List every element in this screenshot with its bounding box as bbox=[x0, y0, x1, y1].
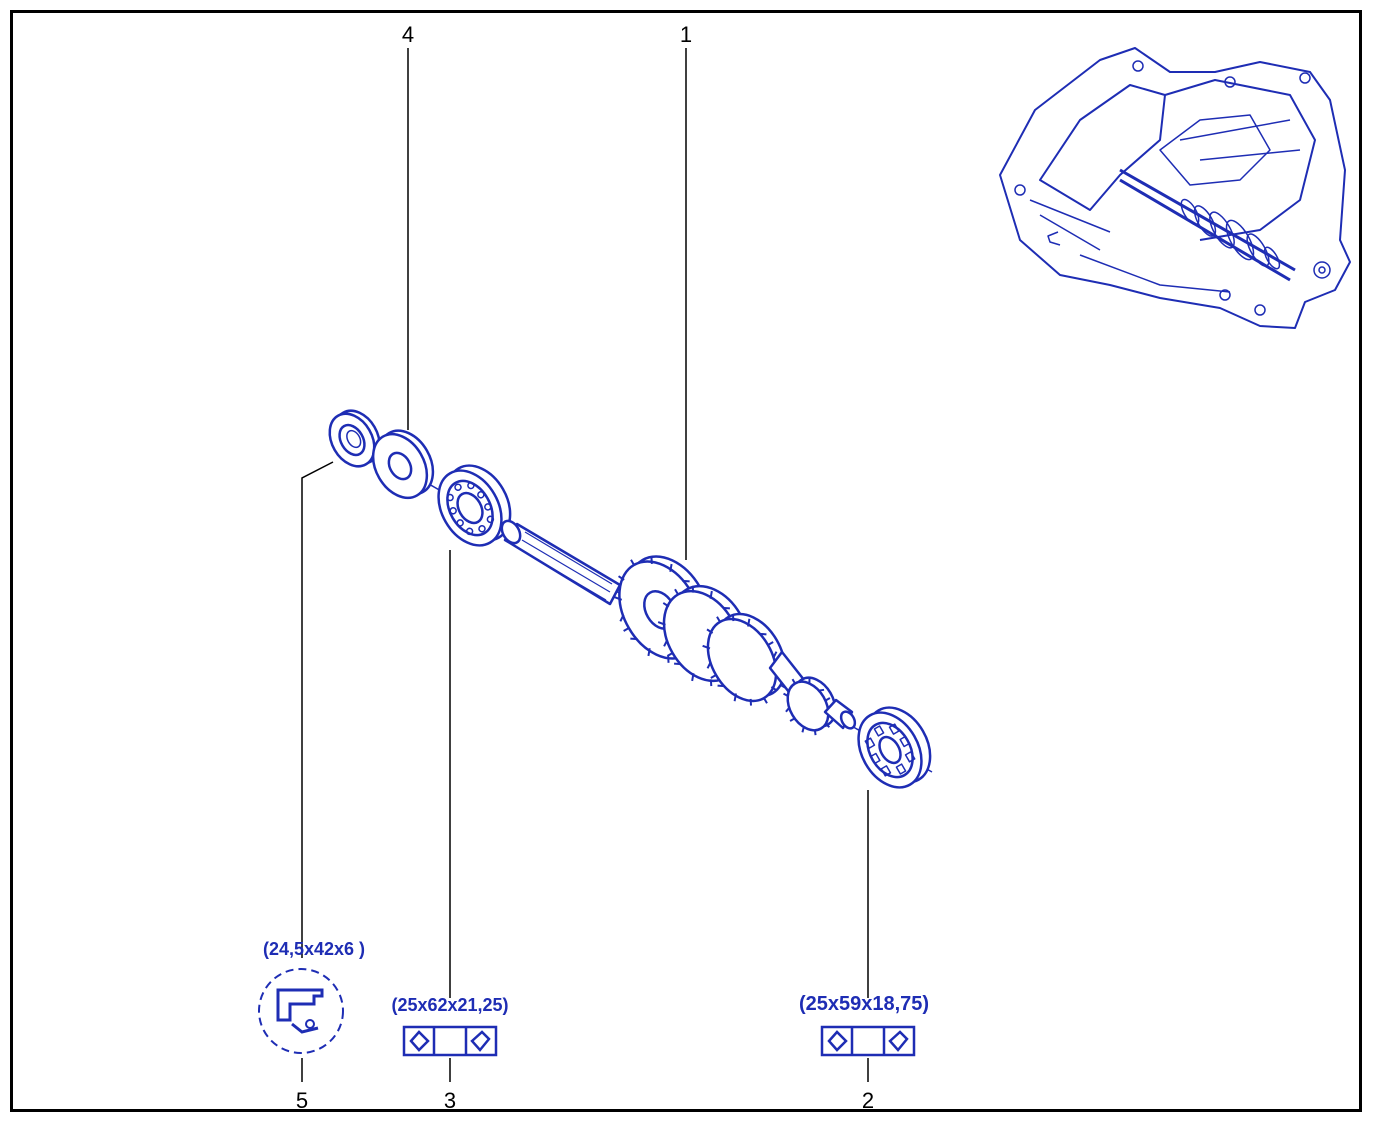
seal-dimension-label: (24,5x42x6 ) bbox=[262, 939, 366, 959]
callout-2: 2 bbox=[861, 1088, 875, 1113]
tapered-roller-bearing-part bbox=[857, 706, 932, 789]
leader-5 bbox=[301, 461, 334, 958]
diagram-frame bbox=[10, 10, 1362, 1112]
callout-1: 1 bbox=[679, 22, 693, 47]
callout-3: 3 bbox=[443, 1088, 457, 1113]
callout-4: 4 bbox=[401, 22, 415, 47]
oil-seal-part bbox=[328, 409, 381, 468]
primary-shaft-part bbox=[500, 519, 857, 736]
bearing-2-dimension-label: (25x59x18,75) bbox=[798, 993, 930, 1015]
spacer-ring-part bbox=[371, 429, 435, 500]
tapered-bearing-icon-2 bbox=[820, 1025, 916, 1057]
gearbox-assembly-icon bbox=[999, 47, 1351, 329]
bearing-3-dimension-label: (25x62x21,25) bbox=[391, 995, 509, 1015]
leader-lines bbox=[301, 48, 869, 1082]
ball-bearing-part bbox=[437, 464, 512, 547]
callout-5: 5 bbox=[295, 1088, 309, 1113]
oil-seal-icon bbox=[258, 968, 344, 1054]
tapered-bearing-icon-3 bbox=[402, 1025, 498, 1057]
